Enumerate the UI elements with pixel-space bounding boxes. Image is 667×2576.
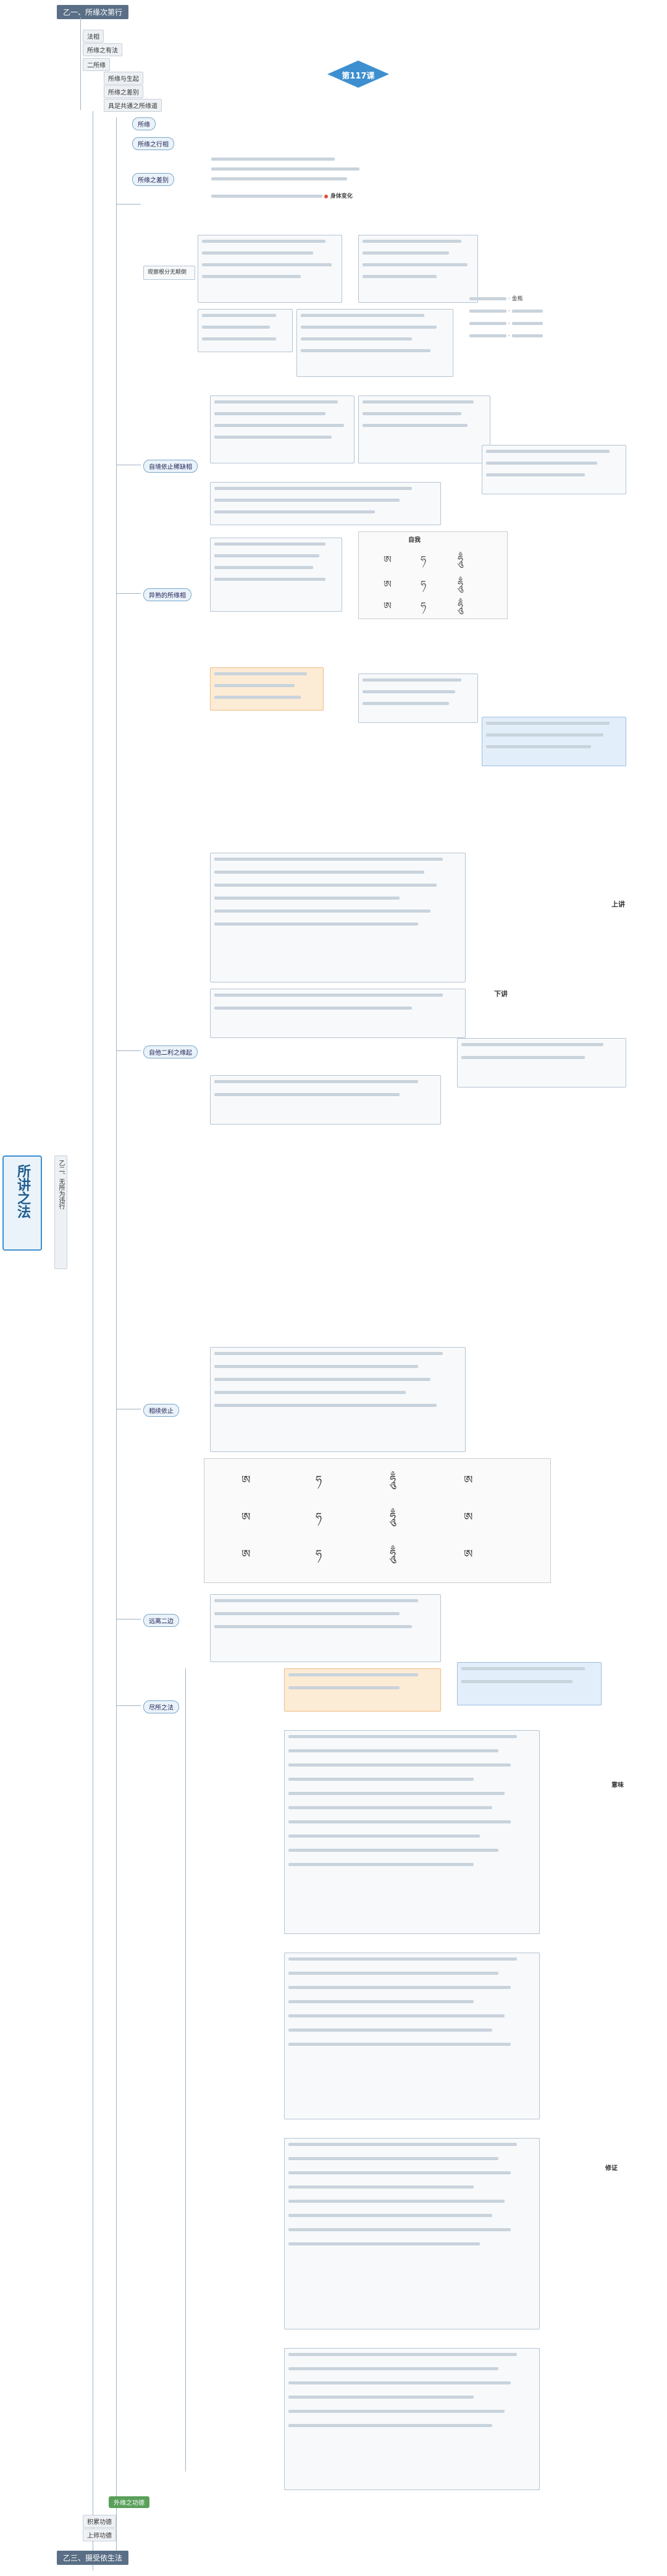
merit-tag: 外缘之功德 (109, 2496, 149, 2508)
branch-g-detail (210, 1347, 466, 1452)
branch-h-node: 远离二边 (143, 1614, 179, 1627)
svg-text:ཧ: ཧ (421, 554, 426, 568)
lesson-diamond-icon (327, 61, 389, 88)
main-title-box: 所讲之法 (2, 1155, 42, 1251)
branch-f-right (457, 1038, 626, 1087)
right-list: · 金瓶 · · · (469, 295, 605, 370)
branch-d-far (482, 445, 626, 494)
lesson-label: 第117课 (342, 72, 375, 81)
branch-i-block-1 (284, 1730, 540, 1934)
branch-i-block-4 (284, 2348, 540, 2490)
lower-label: 下讲 (494, 990, 508, 998)
branch-d-lower (210, 482, 441, 525)
svg-text:ཨ: ཨ (464, 1511, 472, 1524)
branch-c-node: 观察根分无颠倒 (143, 266, 195, 280)
symbol-rows-icon: ཨ ཧ ཧཱུྃ ཨ ཨ ཧ ཧཱུྃ ཨ ཨ ཧ ཧཱུྃ ཨ (241, 1471, 472, 1564)
right-label-1: 身体变化 (330, 193, 353, 200)
top-node-1: 法相 (83, 30, 104, 43)
svg-text:ཧཱུྃ: ཧཱུྃ (389, 1471, 396, 1490)
svg-text:ཧ: ཧ (316, 1511, 322, 1526)
footer-title: 乙三、摄受依生法 (57, 2551, 129, 2565)
svg-text:ཧ: ཧ (421, 578, 426, 593)
top-node-4: 所缘与生起 (104, 72, 143, 85)
branch-e-left (210, 538, 342, 612)
highlight-orange-1 (210, 667, 324, 711)
top-title: 乙一、所缘次第行 (57, 5, 129, 19)
svg-text:ཨ: ཨ (241, 1511, 250, 1524)
branch-i-block-3 (284, 2138, 540, 2329)
branch-f-node: 自他二利之缘起 (143, 1045, 198, 1058)
main-title: 所讲之法 (15, 1164, 30, 1218)
branch-c-detail (198, 235, 342, 303)
svg-text:ཧཱུྃ: ཧཱུྃ (457, 576, 464, 593)
bottom-item-1: 积累功德 (83, 2515, 116, 2528)
grid-center (296, 309, 453, 377)
svg-text:ཨ: ཨ (384, 600, 392, 612)
top-node-3: 二所缘 (83, 58, 110, 71)
side-vertical-label: 乙二、无所为违行 (54, 1155, 67, 1269)
branch-i-block-2 (284, 1953, 540, 2119)
branch-d-upper (210, 395, 354, 463)
branch-f-below (210, 1075, 441, 1125)
branch-f-upper (210, 853, 466, 982)
right-label-3: 自我 (408, 537, 421, 544)
top-node-2: 所缘之有法 (83, 43, 122, 56)
right-label-4: 意味 (611, 1782, 624, 1789)
symbol-diagram: ཨ ཧ ཧཱུྃ ཨ ཨ ཧ ཧཱུྃ ཨ ཨ ཧ ཧཱུྃ ཨ (204, 1458, 551, 1583)
svg-text:ཨ: ཨ (241, 1548, 250, 1561)
svg-text:ཧ: ཧ (421, 600, 426, 614)
svg-text:ཨ: ཨ (464, 1474, 472, 1487)
right-label-5: 修证 (605, 2165, 618, 2172)
svg-text:ཨ: ཨ (384, 578, 392, 590)
branch-g-node: 相续依止 (143, 1404, 179, 1417)
svg-text:ཧཱུྃ: ཧཱུྃ (457, 598, 464, 615)
symbol-grid-icon: ཨ ཧ ཧཱུྃ ཨ ཧ ཧཱུྃ ཨ ཧ ཧཱུྃ (384, 552, 464, 615)
branch-e-right (358, 674, 478, 723)
top-node-5: 所缘之差别 (104, 85, 143, 98)
branch-d-node: 自境依止稀缺相 (143, 460, 198, 473)
grid-left (198, 309, 293, 352)
svg-text:ཧཱུྃ: ཧཱུྃ (457, 552, 464, 568)
lesson-badge: 第117课 (327, 61, 389, 88)
branch-a-block: 身体变化 (143, 156, 489, 215)
svg-text:ཨ: ཨ (464, 1548, 472, 1561)
branch-i-node: 尽所之法 (143, 1700, 179, 1713)
svg-text:ཧ: ཧ (316, 1474, 322, 1489)
svg-text:ཨ: ཨ (241, 1474, 250, 1487)
bottom-item-2: 上师功德 (83, 2528, 116, 2541)
highlight-orange-2 (284, 1668, 441, 1712)
section-label-2: 所缘之行相 (132, 137, 174, 150)
highlight-blue-1 (482, 717, 626, 766)
svg-text:ཧཱུྃ: ཧཱུྃ (389, 1508, 396, 1527)
branch-c-right (358, 235, 478, 303)
branch-h-detail (210, 1594, 441, 1662)
branch-d-upper-right (358, 395, 490, 463)
svg-text:ཧ: ཧ (316, 1548, 322, 1563)
upper-label: 上讲 (611, 900, 625, 908)
branch-f-lower (210, 989, 466, 1038)
section-label-3: 所缘之差别 (132, 173, 174, 186)
highlight-blue-2 (457, 1662, 602, 1705)
svg-text:ཨ: ཨ (384, 554, 392, 565)
symbol-chart: 自我 ཨ ཧ ཧཱུྃ ཨ ཧ ཧཱུྃ ཨ ཧ ཧཱུྃ (358, 531, 508, 619)
branch-e-node: 异熟的所缘相 (143, 588, 191, 601)
svg-text:ཧཱུྃ: ཧཱུྃ (389, 1545, 396, 1564)
right-label-2: 金瓶 (511, 296, 523, 302)
top-node-6: 具足共通之所缘道 (104, 99, 162, 112)
section-label-1: 所缘 (132, 117, 156, 130)
